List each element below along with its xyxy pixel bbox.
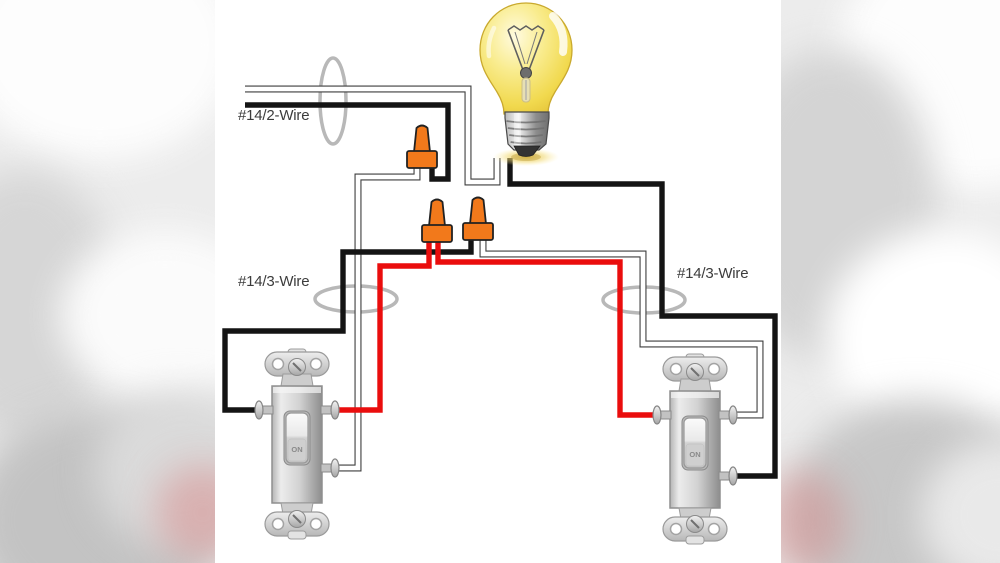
light-bulb bbox=[479, 2, 573, 166]
wire-layer bbox=[222, 85, 778, 479]
strap-hole bbox=[669, 522, 683, 536]
strap-hole bbox=[309, 357, 323, 371]
bulb-filament bbox=[507, 25, 545, 103]
terminal-screw bbox=[728, 405, 738, 425]
cable-label-14-2: #14/2-Wire bbox=[238, 107, 310, 124]
screw-slot bbox=[292, 362, 302, 372]
white-wire-nut-to-right-switch bbox=[479, 238, 764, 419]
strap-hole bbox=[271, 357, 285, 371]
wire-nut-middle-right bbox=[462, 196, 494, 241]
terminal-screw bbox=[330, 458, 340, 478]
bulb-tip bbox=[513, 145, 541, 157]
screw-slot bbox=[690, 367, 700, 377]
white-wire-nut-to-left-switch bbox=[332, 166, 421, 472]
black-wire-bulb-to-right-switch bbox=[507, 158, 778, 479]
cable-label-14-3-right: #14/3-Wire bbox=[677, 265, 749, 282]
wire-nut-base bbox=[462, 222, 494, 241]
terminal-screw bbox=[254, 400, 264, 420]
wire-nut-cone bbox=[428, 198, 446, 227]
wire-nut-base bbox=[406, 150, 438, 169]
three-way-switch-left: ON bbox=[254, 348, 340, 540]
wire-nut-cone bbox=[469, 196, 487, 225]
terminal-screw bbox=[728, 466, 738, 486]
red-traveler-to-left-switch bbox=[332, 240, 432, 413]
strap-hole bbox=[707, 362, 721, 376]
wire-nut-layer bbox=[406, 124, 494, 243]
three-way-switch-right: ON bbox=[652, 353, 738, 545]
bulb-highlight bbox=[486, 25, 497, 59]
white-wire-feed-to-bulb bbox=[245, 85, 501, 186]
screw-slot bbox=[292, 514, 302, 524]
cable-label-14-3-left: #14/3-Wire bbox=[238, 273, 310, 290]
toggle-on-label: ON bbox=[689, 450, 700, 459]
strap-hole bbox=[669, 362, 683, 376]
black-wire-nut-to-left-switch bbox=[222, 238, 474, 413]
wire-nut-base bbox=[421, 224, 453, 243]
bulb-glow bbox=[493, 148, 559, 166]
wire-nut-top bbox=[406, 124, 438, 169]
toggle-on-label: ON bbox=[291, 445, 302, 454]
terminal-screw bbox=[652, 405, 662, 425]
wire-nut-cone bbox=[413, 124, 431, 153]
strap-hole bbox=[309, 517, 323, 531]
blur-blob bbox=[0, 0, 215, 160]
bulb-layer bbox=[479, 2, 573, 166]
black-wire-feed-to-top-nut bbox=[245, 102, 451, 182]
strap-slot bbox=[685, 535, 705, 545]
cable-clamp-14-2 bbox=[318, 56, 348, 146]
strap-hole bbox=[707, 522, 721, 536]
strap-slot bbox=[287, 530, 307, 540]
blur-blob bbox=[60, 230, 215, 400]
bulb-highlight bbox=[549, 12, 568, 56]
backdrop-right-blur bbox=[781, 0, 1000, 563]
strap-hole bbox=[271, 517, 285, 531]
wire-nut-middle-left bbox=[421, 198, 453, 243]
switch-layer: ON ON bbox=[254, 348, 738, 545]
screw-slot bbox=[690, 519, 700, 529]
red-traveler-to-right-switch bbox=[435, 240, 658, 418]
terminal-screw bbox=[330, 400, 340, 420]
backdrop-left-blur bbox=[0, 0, 215, 563]
